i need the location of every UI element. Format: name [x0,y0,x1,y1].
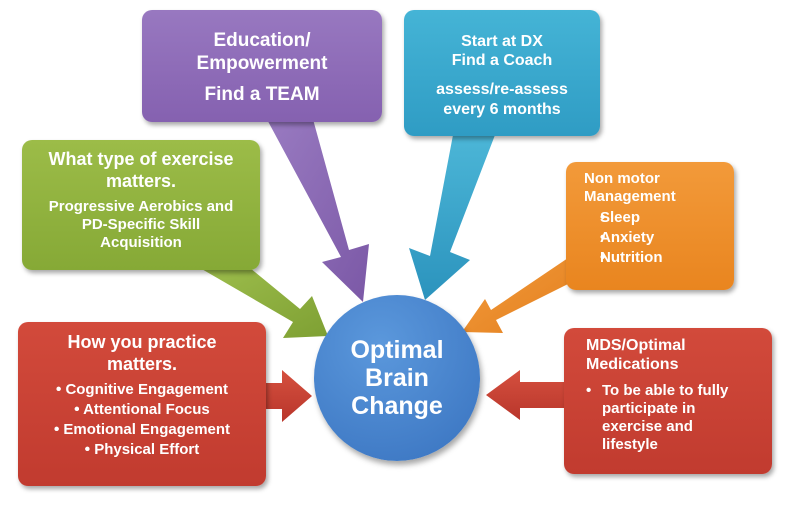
mds-title2: Medications [586,356,679,374]
start-line1: Start at DX [461,33,543,50]
mds-title1: MDS/Optimal [586,337,686,354]
start-line3: assess/re-assess [436,81,568,99]
nonmotor-list: Sleep Anxiety Nutrition [584,209,734,267]
mds-item-line2: participate in [602,400,696,418]
exercise-box: What type of exercise matters. Progressi… [22,140,260,270]
nonmotor-title2: Management [584,188,676,205]
practice-title1: How you practice [67,332,217,352]
nonmotor-item: Sleep [584,209,734,227]
education-line3: Find a TEAM [204,83,320,105]
practice-item: • Cognitive Engagement [18,381,266,399]
exercise-body3: Acquisition [100,234,182,252]
start-arrow [409,135,495,300]
mds-box: MDS/Optimal Medications • To be able to … [564,328,772,474]
mds-item-line1: To be able to fully [602,382,729,400]
center-circle: Optimal Brain Change [314,295,480,461]
start-line2: Find a Coach [451,52,553,70]
education-box: Education/ Empowerment Find a TEAM [142,10,382,122]
center-line2: Brain [365,364,429,392]
nonmotor-arrow [462,258,568,333]
exercise-title2: matters. [105,170,177,191]
center-line1: Optimal [350,336,444,364]
education-line1: Education/ [213,30,311,51]
start-line4: every 6 months [443,100,561,118]
practice-item: • Emotional Engagement [18,421,266,439]
practice-item: • Physical Effort [18,441,266,459]
mds-item: • To be able to fully participate in exe… [586,382,772,454]
start-box: Start at DX Find a Coach assess/re-asses… [404,10,600,136]
exercise-body1: Progressive Aerobics and [48,198,234,216]
practice-item: • Attentional Focus [18,401,266,419]
practice-list: • Cognitive Engagement • Attentional Foc… [18,381,266,459]
mds-item-line3: exercise and [602,418,693,436]
exercise-body2: PD-Specific Skill [81,216,201,234]
center-line3: Change [351,392,443,420]
practice-arrow [265,370,312,422]
education-arrow [263,112,369,302]
exercise-title1: What type of exercise [48,149,234,169]
nonmotor-box: Non motor Management Sleep Anxiety Nutri… [566,162,734,290]
practice-title2: matters. [106,353,178,374]
mds-item-line4: lifestyle [602,436,658,454]
nonmotor-item: Anxiety [584,229,734,247]
mds-arrow [486,370,568,420]
nonmotor-item: Nutrition [584,249,734,267]
exercise-arrow [200,268,328,338]
nonmotor-title1: Non motor [584,170,660,187]
practice-box: How you practice matters. • Cognitive En… [18,322,266,486]
education-line2: Empowerment [196,52,328,74]
